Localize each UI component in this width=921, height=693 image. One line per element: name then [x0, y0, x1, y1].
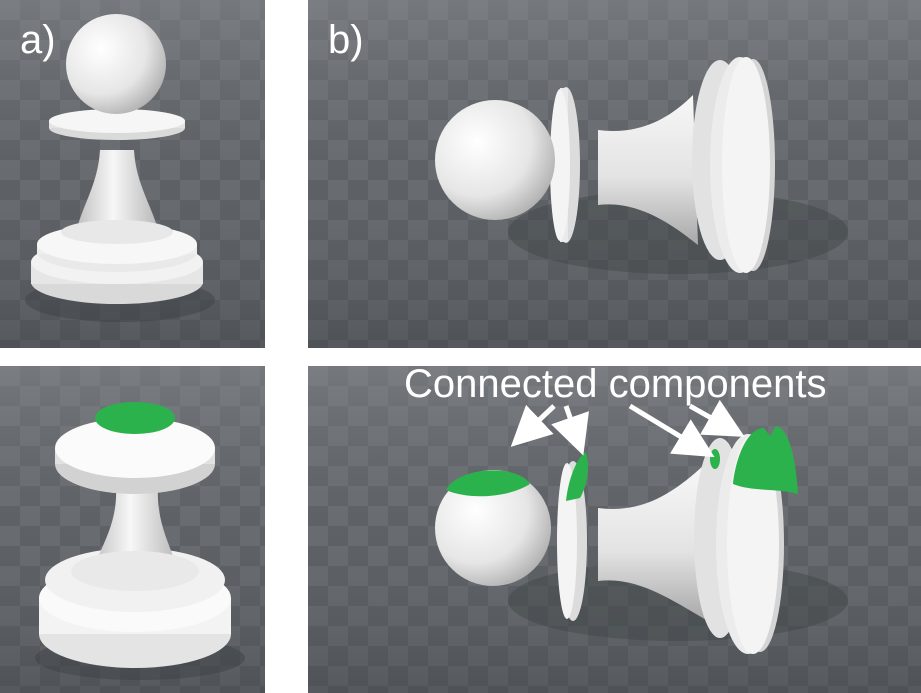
pawn-side-components: [435, 426, 848, 654]
panel-b-label: b): [328, 18, 364, 62]
arrow-1: [510, 404, 556, 447]
panel-b-top: b): [308, 0, 921, 348]
panel-b-bottom-scene: [308, 366, 921, 693]
panel-a-top-scene: [0, 0, 265, 348]
highlight-base-component: [733, 426, 798, 494]
annotation-arrows: [510, 399, 745, 458]
arrow-3: [628, 403, 715, 458]
highlight-top-component: [95, 402, 175, 434]
arrow-4: [688, 399, 745, 437]
panel-a-top: a): [0, 0, 265, 348]
highlight-collar-component: [566, 452, 588, 501]
panel-a-bottom: [0, 366, 265, 693]
arrow-2: [551, 405, 589, 456]
pawn-front: [25, 14, 215, 322]
pawn-top-view: [35, 402, 245, 680]
panel-a-bottom-scene: [0, 366, 265, 693]
panel-b-bottom: Connected components: [308, 366, 921, 693]
highlight-ball-component: [446, 470, 530, 497]
annotation-label: Connected components: [404, 366, 827, 406]
highlight-small-component: [710, 449, 720, 469]
panel-a-label: a): [20, 18, 56, 62]
pawn-side: [435, 57, 848, 274]
panel-b-top-scene: [308, 0, 921, 348]
